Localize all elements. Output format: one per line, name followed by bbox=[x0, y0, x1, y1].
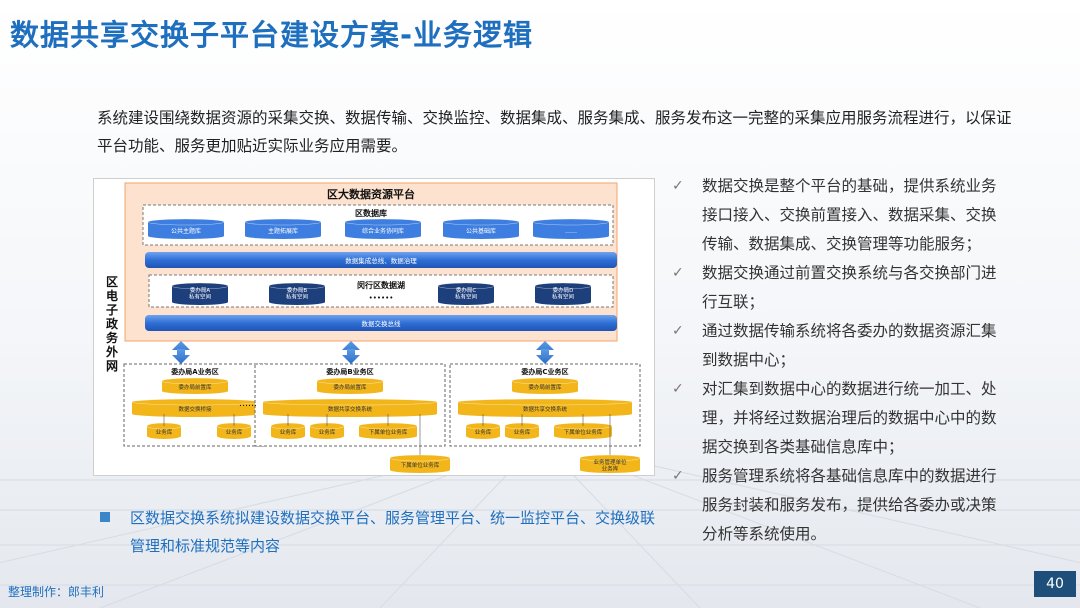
check-icon: ✓ bbox=[672, 468, 684, 484]
side-network-label: 区电子政务外网 bbox=[106, 275, 119, 373]
business-zone: 委办局B业务区委办局前置库数据共享交换系统业务库业务库下属单位业务库下属单位业务… bbox=[254, 363, 451, 473]
zone-title: 委办局A业务区 bbox=[170, 367, 218, 376]
zone-ellipsis: …… bbox=[239, 399, 257, 409]
front-db-label: 委办局前置库 bbox=[528, 383, 562, 391]
business-db-cylinder: 业务库 bbox=[309, 422, 345, 439]
summary-note: 区数据交换系统拟建设数据交换平台、服务管理平台、统一监控平台、交换级联管理和标准… bbox=[100, 504, 660, 560]
arrow-down-icon bbox=[342, 349, 360, 364]
exchange-bus: 数据交换总线 bbox=[145, 315, 617, 331]
integration-bus: 数据集成总线、数据治理 bbox=[145, 252, 617, 268]
business-db-cylinder: 业务库 bbox=[216, 422, 252, 439]
arrow-up-icon bbox=[536, 341, 554, 356]
extra-db-label: 业务管理单位业务库 bbox=[593, 458, 627, 473]
theme-db-cylinder: 公共主题库 bbox=[147, 218, 225, 239]
theme-db-cylinder: …… bbox=[532, 218, 610, 239]
list-item: ✓对汇集到数据中心的数据进行统一加工、处理，并将经过数据治理后的数据中心中的数据… bbox=[672, 375, 1002, 462]
extra-db-cylinder: 业务管理单位业务库 bbox=[579, 454, 641, 473]
theme-db-label: …… bbox=[565, 228, 577, 235]
arrow-down-icon bbox=[172, 349, 190, 364]
theme-db-group: 公共主题库 主题拓展库 综合业务协同库 公共基础库 …… bbox=[147, 218, 610, 239]
extra-db-cylinder: 下属单位业务库 bbox=[389, 454, 451, 473]
front-db-label: 委办局前置库 bbox=[333, 383, 367, 391]
list-item: ✓服务管理系统将各基础信息库中的数据进行服务封装和服务发布，提供给各委办或决策分… bbox=[672, 462, 1002, 549]
extra-db-label: 下属单位业务库 bbox=[401, 461, 440, 469]
zone-title: 委办局C业务区 bbox=[520, 367, 568, 376]
zone-bus-cylinder: 数据共享交换系统 bbox=[262, 398, 438, 417]
architecture-diagram: 区电子政务外网 区大数据资源平台 区数据库 公共主题库主题拓展库综合业务协同库公… bbox=[93, 178, 655, 476]
intro-paragraph: 系统建设围绕数据资源的采集交换、数据传输、交换监控、数据集成、服务集成、服务发布… bbox=[97, 109, 1012, 155]
business-db-label: 业务库 bbox=[226, 428, 243, 436]
list-item: ✓数据交换通过前置交换系统与各交换部门进行互联； bbox=[672, 259, 1002, 317]
zone-bus-label: 数据共享交换系统 bbox=[523, 405, 568, 413]
theme-db-cylinder: 公共基础库 bbox=[442, 218, 520, 239]
summary-note-text: 区数据交换系统拟建设数据交换平台、服务管理平台、统一监控平台、交换级联管理和标准… bbox=[130, 509, 656, 555]
bullet-list: ✓数据交换是整个平台的基础，提供系统业务接口接入、交换前置接入、数据采集、交换传… bbox=[672, 172, 1002, 549]
platform-title: 区大数据资源平台 bbox=[327, 187, 415, 201]
arrow-up-icon bbox=[342, 341, 360, 356]
business-db-label: 业务库 bbox=[319, 428, 336, 436]
business-db-label: 下属单位业务库 bbox=[369, 428, 408, 436]
page-title: 数据共享交换子平台建设方案-业务逻辑 bbox=[10, 18, 534, 52]
zone-title: 委办局B业务区 bbox=[325, 367, 373, 376]
zone-bus-label: 数据交换桥接 bbox=[178, 405, 212, 413]
zone-group: 委办局A业务区委办局前置库数据交换桥接业务库业务库委办局B业务区委办局前置库数据… bbox=[123, 363, 641, 473]
exchange-bus-label: 数据交换总线 bbox=[362, 319, 402, 328]
list-item: ✓通过数据传输系统将各委办的数据资源汇集到数据中心； bbox=[672, 317, 1002, 375]
front-db-cylinder: 委办局前置库 bbox=[161, 377, 229, 394]
arrow-up-icon bbox=[172, 341, 190, 356]
front-db-cylinder: 委办局前置库 bbox=[511, 377, 579, 394]
center-db-title: 区数据库 bbox=[355, 208, 387, 218]
footer-credit: 整理制作：郎丰利 bbox=[8, 585, 105, 599]
check-icon: ✓ bbox=[672, 323, 684, 339]
integration-bus-label: 数据集成总线、数据治理 bbox=[345, 256, 417, 265]
theme-db-cylinder: 主题拓展库 bbox=[244, 218, 322, 239]
theme-db-label: 主题拓展库 bbox=[268, 227, 298, 235]
zone-bus-label: 数据共享交换系统 bbox=[328, 405, 373, 413]
theme-db-label: 公共基础库 bbox=[466, 227, 496, 235]
business-db-label: 业务库 bbox=[280, 428, 297, 436]
front-db-label: 委办局前置库 bbox=[178, 383, 212, 391]
page-number: 40 bbox=[1034, 571, 1076, 597]
arrow-group bbox=[172, 341, 554, 364]
list-item: ✓数据交换是整个平台的基础，提供系统业务接口接入、交换前置接入、数据采集、交换传… bbox=[672, 172, 1002, 259]
business-db-cylinder: 业务库 bbox=[504, 422, 540, 439]
theme-db-cylinder: 综合业务协同库 bbox=[344, 218, 422, 239]
square-bullet-icon bbox=[100, 512, 110, 522]
business-db-label: 下属单位业务库 bbox=[564, 428, 603, 436]
architecture-diagram-svg: 区电子政务外网 区大数据资源平台 区数据库 公共主题库主题拓展库综合业务协同库公… bbox=[93, 178, 655, 476]
data-lake-title: 闵行区数据湖 bbox=[357, 280, 405, 290]
front-db-cylinder: 委办局前置库 bbox=[316, 377, 384, 394]
theme-db-label: 公共主题库 bbox=[171, 227, 201, 235]
zone-bus-cylinder: 数据共享交换系统 bbox=[457, 398, 633, 417]
check-icon: ✓ bbox=[672, 381, 684, 397]
zone-bus-cylinder: 数据交换桥接 bbox=[131, 398, 259, 417]
business-db-label: 业务库 bbox=[514, 428, 531, 436]
business-db-label: 业务库 bbox=[475, 428, 492, 436]
arrow-down-icon bbox=[536, 349, 554, 364]
theme-db-label: 综合业务协同库 bbox=[362, 227, 404, 235]
business-db-label: 业务库 bbox=[156, 428, 173, 436]
data-lake-dots: •••••• bbox=[369, 294, 394, 302]
check-icon: ✓ bbox=[672, 265, 684, 281]
check-icon: ✓ bbox=[672, 178, 684, 194]
